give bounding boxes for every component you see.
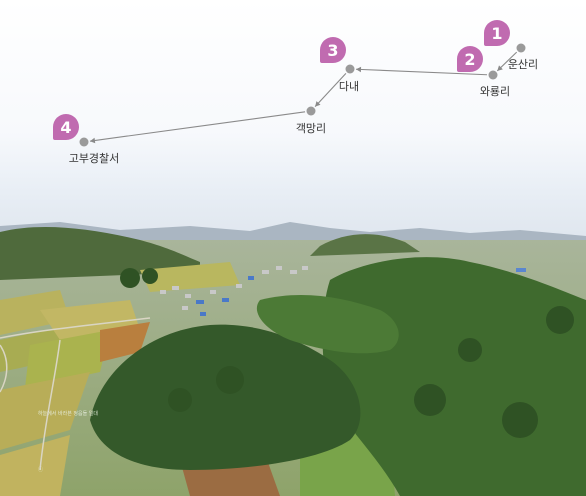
stop-2-number-pin: 2 [457,46,483,72]
route-stop-dot [306,106,316,116]
route-arrowhead [497,65,503,71]
stop-1-number-pin: 1 [484,20,510,46]
route-dots [79,43,526,147]
route-stop-dot [345,64,355,74]
stop-label-waryong-ri: 와룡리 [479,85,511,98]
route-line [89,51,518,144]
building [516,268,526,272]
stop-label-gaekmang-ri: 객망리 [295,122,327,135]
forest-ridge [256,295,399,354]
village [160,266,308,316]
route-segment [314,73,347,107]
left-hill [0,226,200,280]
stop-3-number-pin: 3 [320,37,346,63]
stop-4-number-pin: 4 [53,114,79,140]
route-segment [355,68,488,76]
photo-caption: 하늘에서 바라본 정읍들 일대 [38,411,98,417]
route-arrowhead [355,66,362,73]
route-segment [89,111,306,142]
route-stop-dot [79,137,89,147]
photo-credit: ⓒ [38,467,44,473]
route-arrowhead [315,101,321,107]
stop-label-unsan-ri: 운산리 [507,58,539,71]
stop-label-danae: 다내 [338,80,360,93]
route-stop-dot [516,43,526,53]
tree-clumps [120,268,574,438]
forest-hill-front [90,324,361,470]
rice-paddies [0,262,395,496]
center-hill [310,234,420,256]
stop-label-gobu-police-station: 고부경찰서 [68,152,120,165]
route-stop-dot [488,70,498,80]
field-roads [0,317,151,471]
route-arrowhead [89,137,96,144]
